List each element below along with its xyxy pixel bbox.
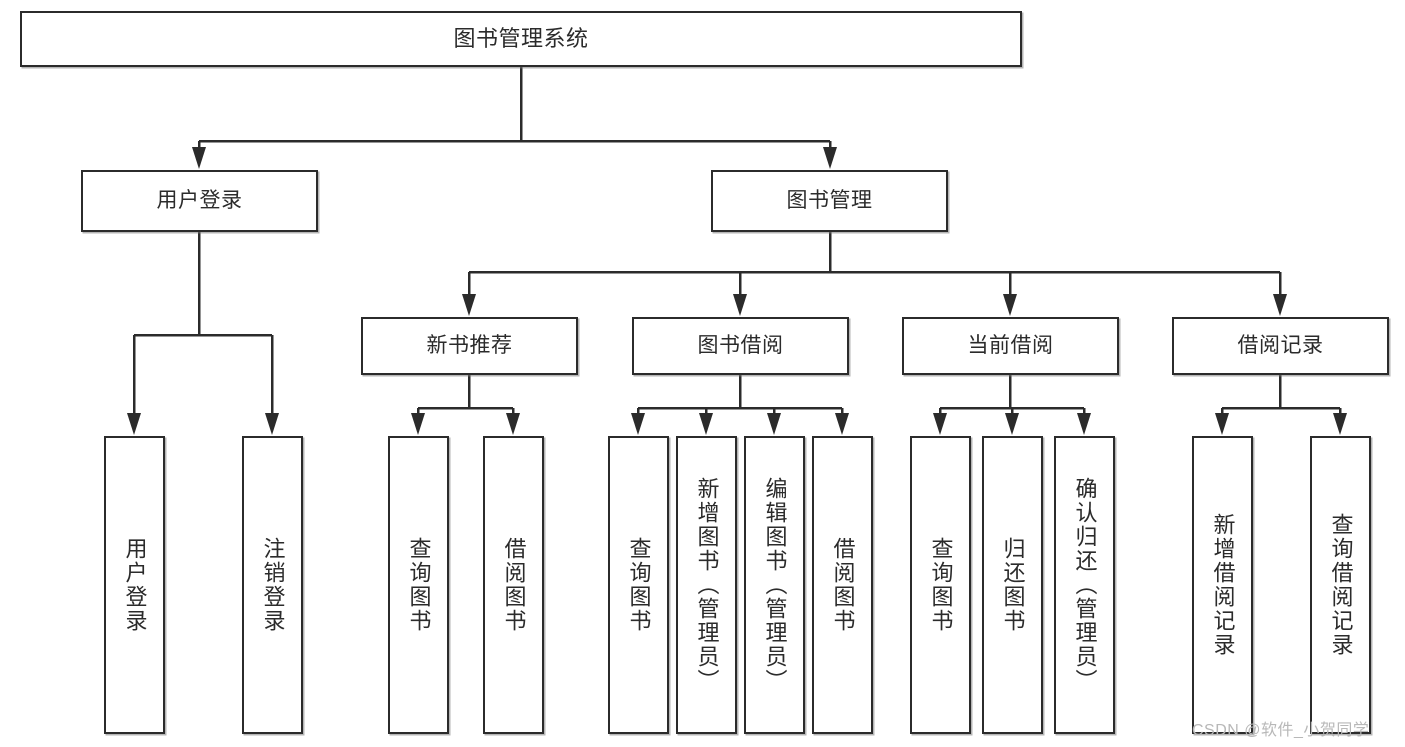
node-book-borrow[interactable]: 图书借阅 bbox=[632, 317, 849, 375]
arrowhead-leaf-user-login bbox=[127, 413, 141, 435]
watermark-text: CSDN @软件_小贺同学 bbox=[1192, 722, 1370, 739]
node-leaf-nbr-query[interactable]: 查询图书 bbox=[388, 436, 449, 734]
arrowhead-leaf-user-logout bbox=[265, 413, 279, 435]
node-leaf-bb-edit[interactable]: 编辑图书（管理员） bbox=[744, 436, 805, 734]
node-label: 查询图书 bbox=[928, 537, 954, 633]
node-label: 图书管理 bbox=[786, 188, 873, 212]
arrowhead-new-book-rec bbox=[462, 294, 476, 316]
node-current-borrow[interactable]: 当前借阅 bbox=[902, 317, 1119, 375]
arrowhead-leaf-bb-query bbox=[631, 413, 645, 435]
arrowhead-book-manage bbox=[823, 147, 837, 169]
node-leaf-nbr-borrow[interactable]: 借阅图书 bbox=[483, 436, 544, 734]
node-leaf-br-add[interactable]: 新增借阅记录 bbox=[1192, 436, 1253, 734]
node-label: 图书管理系统 bbox=[453, 26, 589, 52]
arrowhead-leaf-cb-return bbox=[1005, 413, 1019, 435]
node-book-manage[interactable]: 图书管理 bbox=[711, 170, 948, 232]
node-root[interactable]: 图书管理系统 bbox=[20, 11, 1022, 67]
arrowhead-leaf-cb-confirm bbox=[1077, 413, 1091, 435]
node-label: 编辑图书（管理员） bbox=[762, 477, 788, 693]
node-label: 借阅图书 bbox=[830, 537, 856, 633]
node-leaf-bb-add[interactable]: 新增图书（管理员） bbox=[676, 436, 737, 734]
node-leaf-cb-return[interactable]: 归还图书 bbox=[982, 436, 1043, 734]
arrowhead-borrow-record bbox=[1273, 294, 1287, 316]
node-leaf-bb-borrow[interactable]: 借阅图书 bbox=[812, 436, 873, 734]
arrowhead-leaf-nbr-query bbox=[411, 413, 425, 435]
node-leaf-bb-query[interactable]: 查询图书 bbox=[608, 436, 669, 734]
node-borrow-record[interactable]: 借阅记录 bbox=[1172, 317, 1389, 375]
node-label: 借阅记录 bbox=[1237, 333, 1324, 357]
arrowhead-user-login bbox=[192, 147, 206, 169]
node-leaf-user-login[interactable]: 用户登录 bbox=[104, 436, 165, 734]
arrowhead-leaf-bb-add bbox=[699, 413, 713, 435]
node-label: 注销登录 bbox=[260, 537, 286, 633]
arrowhead-leaf-br-query bbox=[1333, 413, 1347, 435]
node-leaf-cb-confirm[interactable]: 确认归还（管理员） bbox=[1054, 436, 1115, 734]
node-leaf-cb-query[interactable]: 查询图书 bbox=[910, 436, 971, 734]
arrowhead-leaf-cb-query bbox=[933, 413, 947, 435]
node-label: 查询借阅记录 bbox=[1328, 513, 1354, 657]
arrowhead-current-borrow bbox=[1003, 294, 1017, 316]
node-label: 图书借阅 bbox=[697, 333, 784, 357]
node-label: 新增图书（管理员） bbox=[694, 477, 720, 693]
arrowhead-book-borrow bbox=[733, 294, 747, 316]
node-label: 用户登录 bbox=[122, 537, 148, 633]
node-label: 当前借阅 bbox=[967, 333, 1054, 357]
node-leaf-br-query[interactable]: 查询借阅记录 bbox=[1310, 436, 1371, 734]
node-label: 归还图书 bbox=[1000, 537, 1026, 633]
node-label: 新书推荐 bbox=[426, 333, 513, 357]
node-user-login[interactable]: 用户登录 bbox=[81, 170, 318, 232]
node-label: 查询图书 bbox=[406, 537, 432, 633]
node-label: 用户登录 bbox=[156, 188, 243, 212]
arrowhead-leaf-br-add bbox=[1215, 413, 1229, 435]
node-label: 查询图书 bbox=[626, 537, 652, 633]
node-leaf-user-logout[interactable]: 注销登录 bbox=[242, 436, 303, 734]
node-new-book-rec[interactable]: 新书推荐 bbox=[361, 317, 578, 375]
arrowhead-leaf-nbr-borrow bbox=[506, 413, 520, 435]
node-label: 确认归还（管理员） bbox=[1072, 477, 1098, 693]
node-label: 借阅图书 bbox=[501, 537, 527, 633]
node-label: 新增借阅记录 bbox=[1210, 513, 1236, 657]
arrowhead-leaf-bb-edit bbox=[767, 413, 781, 435]
arrowhead-leaf-bb-borrow bbox=[835, 413, 849, 435]
